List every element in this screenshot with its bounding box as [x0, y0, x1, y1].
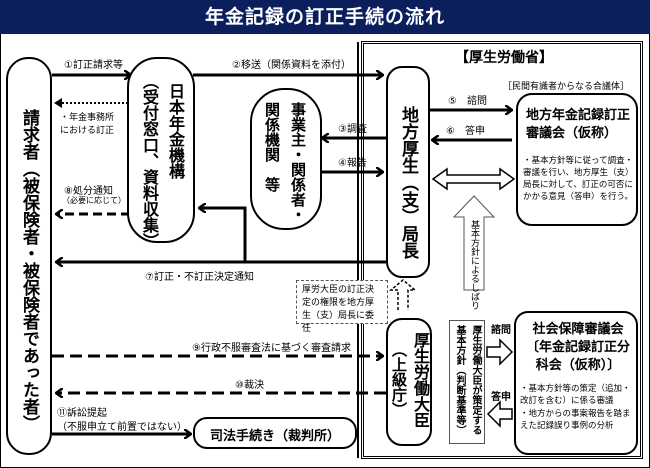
delegation-arrow [388, 279, 418, 310]
claimant-label: 請求者（被保険者・被保険者であった者） [19, 109, 39, 432]
arrow-2-label: ②移送（関係資料を添付） [232, 60, 351, 71]
consult-label: 諮問 [491, 325, 511, 336]
minister-box: 厚生労働大臣 （上級庁） [386, 318, 432, 446]
court-box: 司法手続き（裁判所） [193, 417, 357, 449]
regional-bureau-label: 地方厚生（支）局長 [398, 106, 418, 259]
arrow-6-label: ⑥ 答申 [446, 126, 485, 137]
policy-constraint-label: 基本方針によるしばり [469, 220, 479, 310]
social-security-council-title: 社会保障審議会〔年金記録訂正分科会（仮称）〕 [525, 322, 630, 373]
report-arrow [486, 400, 513, 428]
consult-arrow [486, 338, 514, 366]
employers-label-a: 事業主・関係者・ [289, 102, 307, 222]
regional-council-title: 地方年金記録訂正審議会（仮称） [526, 108, 631, 141]
basic-policy-label: 厚生労働大臣が策定する基本方針（判断基準等） [454, 325, 481, 435]
arrow-11-note: （不服申立て前置ではない） [57, 422, 187, 433]
regional-council-note: ［民間有識者からなる合議体］ [503, 82, 630, 92]
office-correction-label-1: ・年金事務所 [60, 113, 115, 123]
report-label: 答申 [491, 392, 511, 403]
policy-up-arrow [452, 195, 496, 291]
regional-council-box: 地方年金記録訂正審議会（仮称） ・基本方針等に従って調査・審議を行い、地方厚生（… [516, 93, 638, 226]
social-security-council-box: 社会保障審議会〔年金記録訂正分科会（仮称）〕 ・基本方針等の策定（追加・改訂を含… [514, 311, 638, 455]
arrow-11-label: ⑪訴訟提起 [57, 408, 107, 419]
court-label: 司法手続き（裁判所） [209, 429, 340, 444]
arrow-8-note: （必要に応じて） [62, 196, 126, 205]
arrow-10-label: ⑩裁決 [235, 380, 264, 391]
arrow-to-pension-service [199, 208, 247, 262]
arrow-9-label: ⑨行政不服審査法に基づく審査請求 [192, 343, 351, 354]
double-arrow [431, 167, 516, 191]
pension-service-sub: （受付窓口、資料収集） [140, 73, 159, 249]
social-security-council-desc-1: ・基本方針等の策定（追加・改訂を含む）に係る審議 [520, 384, 631, 406]
claimant-box: 請求者（被保険者・被保険者であった者） [6, 57, 52, 455]
diagram-title: 年金記録の訂正手続の流れ [0, 0, 650, 34]
minister-label: 厚生労働大臣 [411, 332, 430, 428]
regional-council-desc: ・基本方針等に従って調査・審議を行い、地方厚生（支）局長に対して、訂正の可否にか… [523, 156, 634, 202]
minister-sub: （上級庁） [390, 342, 408, 417]
employers-box: 事業主・関係者・ 関係機関 等 [250, 88, 322, 230]
pension-service-box: 日本年金機構 （受付窓口、資料収集） [127, 57, 195, 249]
employers-label-b: 関係機関 等 [263, 102, 281, 192]
delegation-note: 厚労大臣の訂正決定の権限を地方厚生（支）局長に委任 [296, 280, 388, 334]
mhlw-label: 【厚生労働省】 [455, 50, 553, 66]
arrow-7-label: ⑦訂正・不訂正決定通知 [145, 272, 254, 283]
arrow-8-label: ⑧処分通知 [64, 186, 113, 197]
arrow-5-label: ⑤ 諮問 [448, 96, 487, 107]
mhlw-frame [361, 41, 643, 459]
pension-service-label: 日本年金機構 [166, 83, 185, 179]
arrow-3-label: ③調査 [338, 124, 367, 135]
arrow-1-label: ①訂正請求等 [64, 60, 123, 71]
arrow-4-label: ④報告 [338, 158, 367, 169]
basic-policy-box: 厚生労働大臣が策定する基本方針（判断基準等） [449, 320, 485, 444]
office-correction-label-2: における訂正 [60, 126, 115, 136]
regional-bureau-box: 地方厚生（支）局長 [386, 66, 430, 278]
social-security-council-desc-2: ・地方からの事案報告を踏まえた記録誤り事例の分析 [520, 409, 631, 431]
